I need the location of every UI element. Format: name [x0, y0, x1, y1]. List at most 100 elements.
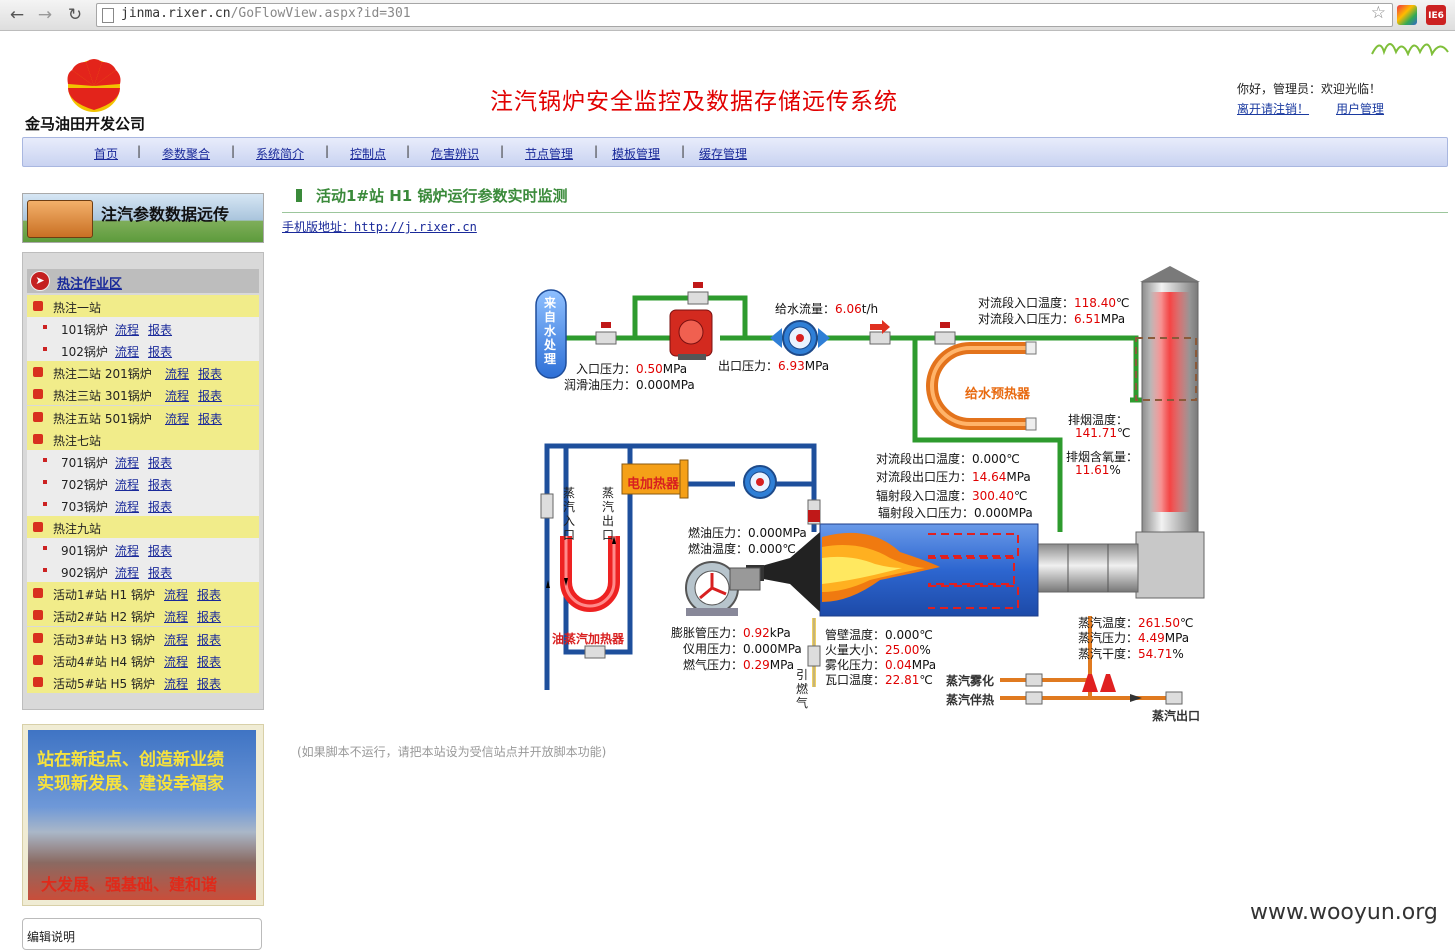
system-title: 注汽锅炉安全监控及数据存储远传系统 — [490, 89, 898, 115]
sidebar-row-label: 活动3#站 H3 锅炉 — [53, 632, 155, 647]
bookmark-star-icon[interactable]: ☆ — [1370, 3, 1386, 23]
flow-link[interactable]: 流程 — [164, 610, 189, 625]
flow-link[interactable]: 流程 — [165, 411, 190, 426]
flow-link[interactable]: 流程 — [165, 389, 190, 404]
company-name: 金马油田开发公司 — [25, 115, 146, 133]
sidebar-row-label: 102锅炉 — [61, 345, 108, 360]
mobile-url-link[interactable]: 手机版地址：http://j.rixer.cn — [282, 218, 477, 235]
flow-link[interactable]: 流程 — [115, 499, 140, 514]
oil-steam-heater-label: 油蒸汽加热器 — [552, 632, 625, 646]
report-link[interactable]: 报表 — [197, 654, 222, 669]
rad-inlet-temp-reading: 辐射段入口温度：300.40℃ — [876, 489, 1028, 503]
report-link[interactable]: 报表 — [198, 411, 223, 426]
station-icon — [33, 676, 43, 687]
nav-home[interactable]: 首页 — [94, 147, 119, 161]
report-link[interactable]: 报表 — [197, 588, 222, 603]
report-link[interactable]: 报表 — [148, 455, 173, 470]
nav-nodes[interactable]: 节点管理 — [525, 147, 574, 161]
steam-dryness-reading: 蒸汽干度：54.71% — [1078, 647, 1184, 661]
steam-atomize-label: 蒸汽雾化 — [946, 674, 995, 688]
bullet-icon — [43, 546, 47, 551]
sidebar-row: 703锅炉流程报表 — [27, 493, 259, 516]
throat-temp-reading: 瓦口温度：22.81℃ — [825, 673, 933, 687]
tube-temp-reading: 管壁温度：0.000℃ — [825, 628, 933, 642]
report-link[interactable]: 报表 — [148, 345, 173, 360]
nav-separator: | — [137, 144, 142, 158]
nav-cache[interactable]: 缓存管理 — [699, 147, 748, 161]
report-link[interactable]: 报表 — [197, 632, 222, 647]
report-link[interactable]: 报表 — [148, 323, 173, 338]
atomize-press-reading: 雾化压力：0.04MPa — [825, 658, 937, 672]
nav-intro[interactable]: 系统简介 — [256, 147, 305, 161]
mobile-url-label: 手机版地址： — [282, 220, 355, 234]
nav-params[interactable]: 参数聚合 — [162, 147, 211, 161]
nav-control[interactable]: 控制点 — [350, 147, 387, 161]
pilot-gas-label: 引燃气 — [795, 668, 808, 710]
steam-temp-reading: 蒸汽温度：261.50℃ — [1078, 616, 1194, 630]
sidebar-section-header[interactable]: ➤ 热注作业区 — [27, 269, 259, 293]
user-management-link[interactable]: 用户管理 — [1336, 102, 1385, 116]
report-link[interactable]: 报表 — [148, 499, 173, 514]
sidebar-row: 活动3#站 H3 锅炉流程报表 — [27, 626, 259, 649]
address-bar[interactable]: jinma.rixer.cn/GoFlowView.aspx?id=301 ☆ — [96, 3, 1393, 27]
nav-templates[interactable]: 模板管理 — [612, 147, 661, 161]
preheater-label: 给水预热器 — [965, 387, 1031, 402]
flow-link[interactable]: 流程 — [115, 544, 140, 559]
slogan-line-3: 大发展、强基础、建和谐 — [41, 875, 218, 894]
ie-tab-icon[interactable]: IE6 — [1426, 5, 1446, 25]
sidebar-row: 701锅炉流程报表 — [27, 449, 259, 472]
sidebar-row: 102锅炉流程报表 — [27, 339, 259, 362]
report-link[interactable]: 报表 — [148, 477, 173, 492]
flue-o2-reading: 11.61% — [1075, 463, 1121, 477]
report-link[interactable]: 报表 — [198, 367, 223, 382]
report-link[interactable]: 报表 — [197, 610, 222, 625]
report-link[interactable]: 报表 — [198, 389, 223, 404]
electric-heater-label: 电加热器 — [627, 477, 680, 492]
flow-link[interactable]: 流程 — [164, 588, 189, 603]
sidebar-row-label: 701锅炉 — [61, 455, 108, 470]
steam-inlet-label: 蒸汽入口 — [562, 486, 575, 542]
flow-link[interactable]: 流程 — [164, 654, 189, 669]
flow-link[interactable]: 流程 — [115, 345, 140, 360]
outlet-pressure-reading: 出口压力：6.93MPa — [718, 359, 830, 373]
reload-icon[interactable]: ↻ — [67, 5, 83, 25]
flow-link[interactable]: 流程 — [115, 477, 140, 492]
nav-hazard[interactable]: 危害辨识 — [431, 147, 480, 161]
sidebar-row: 活动1#站 H1 锅炉流程报表 — [27, 582, 259, 605]
extension-icon[interactable] — [1397, 5, 1417, 25]
sidebar-row: 热注七站 — [27, 427, 259, 450]
script-note: (如果脚本不运行，请把本站设为受信站点并开放脚本功能) — [297, 745, 607, 759]
flow-link[interactable]: 流程 — [164, 676, 189, 691]
process-pipes — [535, 266, 1205, 705]
flue-temp-label: 排烟温度： — [1068, 413, 1129, 427]
nav-separator: | — [406, 144, 411, 158]
flow-link[interactable]: 流程 — [115, 323, 140, 338]
sidebar-row-label: 703锅炉 — [61, 499, 108, 514]
sidebar-section-title[interactable]: 热注作业区 — [57, 277, 123, 292]
flow-link[interactable]: 流程 — [115, 566, 140, 581]
bullet-icon — [43, 457, 47, 462]
sidebar-row: 热注二站 201锅炉流程报表 — [27, 361, 259, 384]
report-link[interactable]: 报表 — [148, 566, 173, 581]
logout-link[interactable]: 离开请注销！ — [1237, 102, 1310, 116]
sidebar-row-label: 热注五站 501锅炉 — [53, 411, 152, 426]
conv-outlet-temp-reading: 对流段出口温度：0.000℃ — [876, 452, 1020, 466]
lube-pressure-reading: 润滑油压力：0.000MPa — [564, 378, 695, 392]
conv-outlet-press-reading: 对流段出口压力：14.64MPa — [876, 470, 1031, 484]
report-link[interactable]: 报表 — [148, 544, 173, 559]
mobile-url-value[interactable]: http://j.rixer.cn — [354, 220, 477, 234]
flow-link[interactable]: 流程 — [165, 367, 190, 382]
sidebar-row-label: 活动1#站 H1 锅炉 — [53, 588, 155, 603]
back-icon[interactable]: ← — [9, 5, 25, 25]
flow-link[interactable]: 流程 — [164, 632, 189, 647]
sidebar-banner: 注汽参数数据远传 — [22, 193, 264, 243]
greeting-text: 你好，管理员：欢迎光临！ — [1237, 82, 1382, 96]
slogan-line-2: 实现新发展、建设幸福家 — [37, 774, 224, 794]
sidebar-row-label: 活动2#站 H2 锅炉 — [53, 610, 155, 625]
forward-icon[interactable]: → — [37, 5, 53, 25]
conv-inlet-temp-reading: 对流段入口温度：118.40℃ — [978, 296, 1130, 310]
flow-link[interactable]: 流程 — [115, 455, 140, 470]
page-title: 活动1#站 H1 锅炉运行参数实时监测 — [316, 187, 568, 205]
report-link[interactable]: 报表 — [197, 676, 222, 691]
